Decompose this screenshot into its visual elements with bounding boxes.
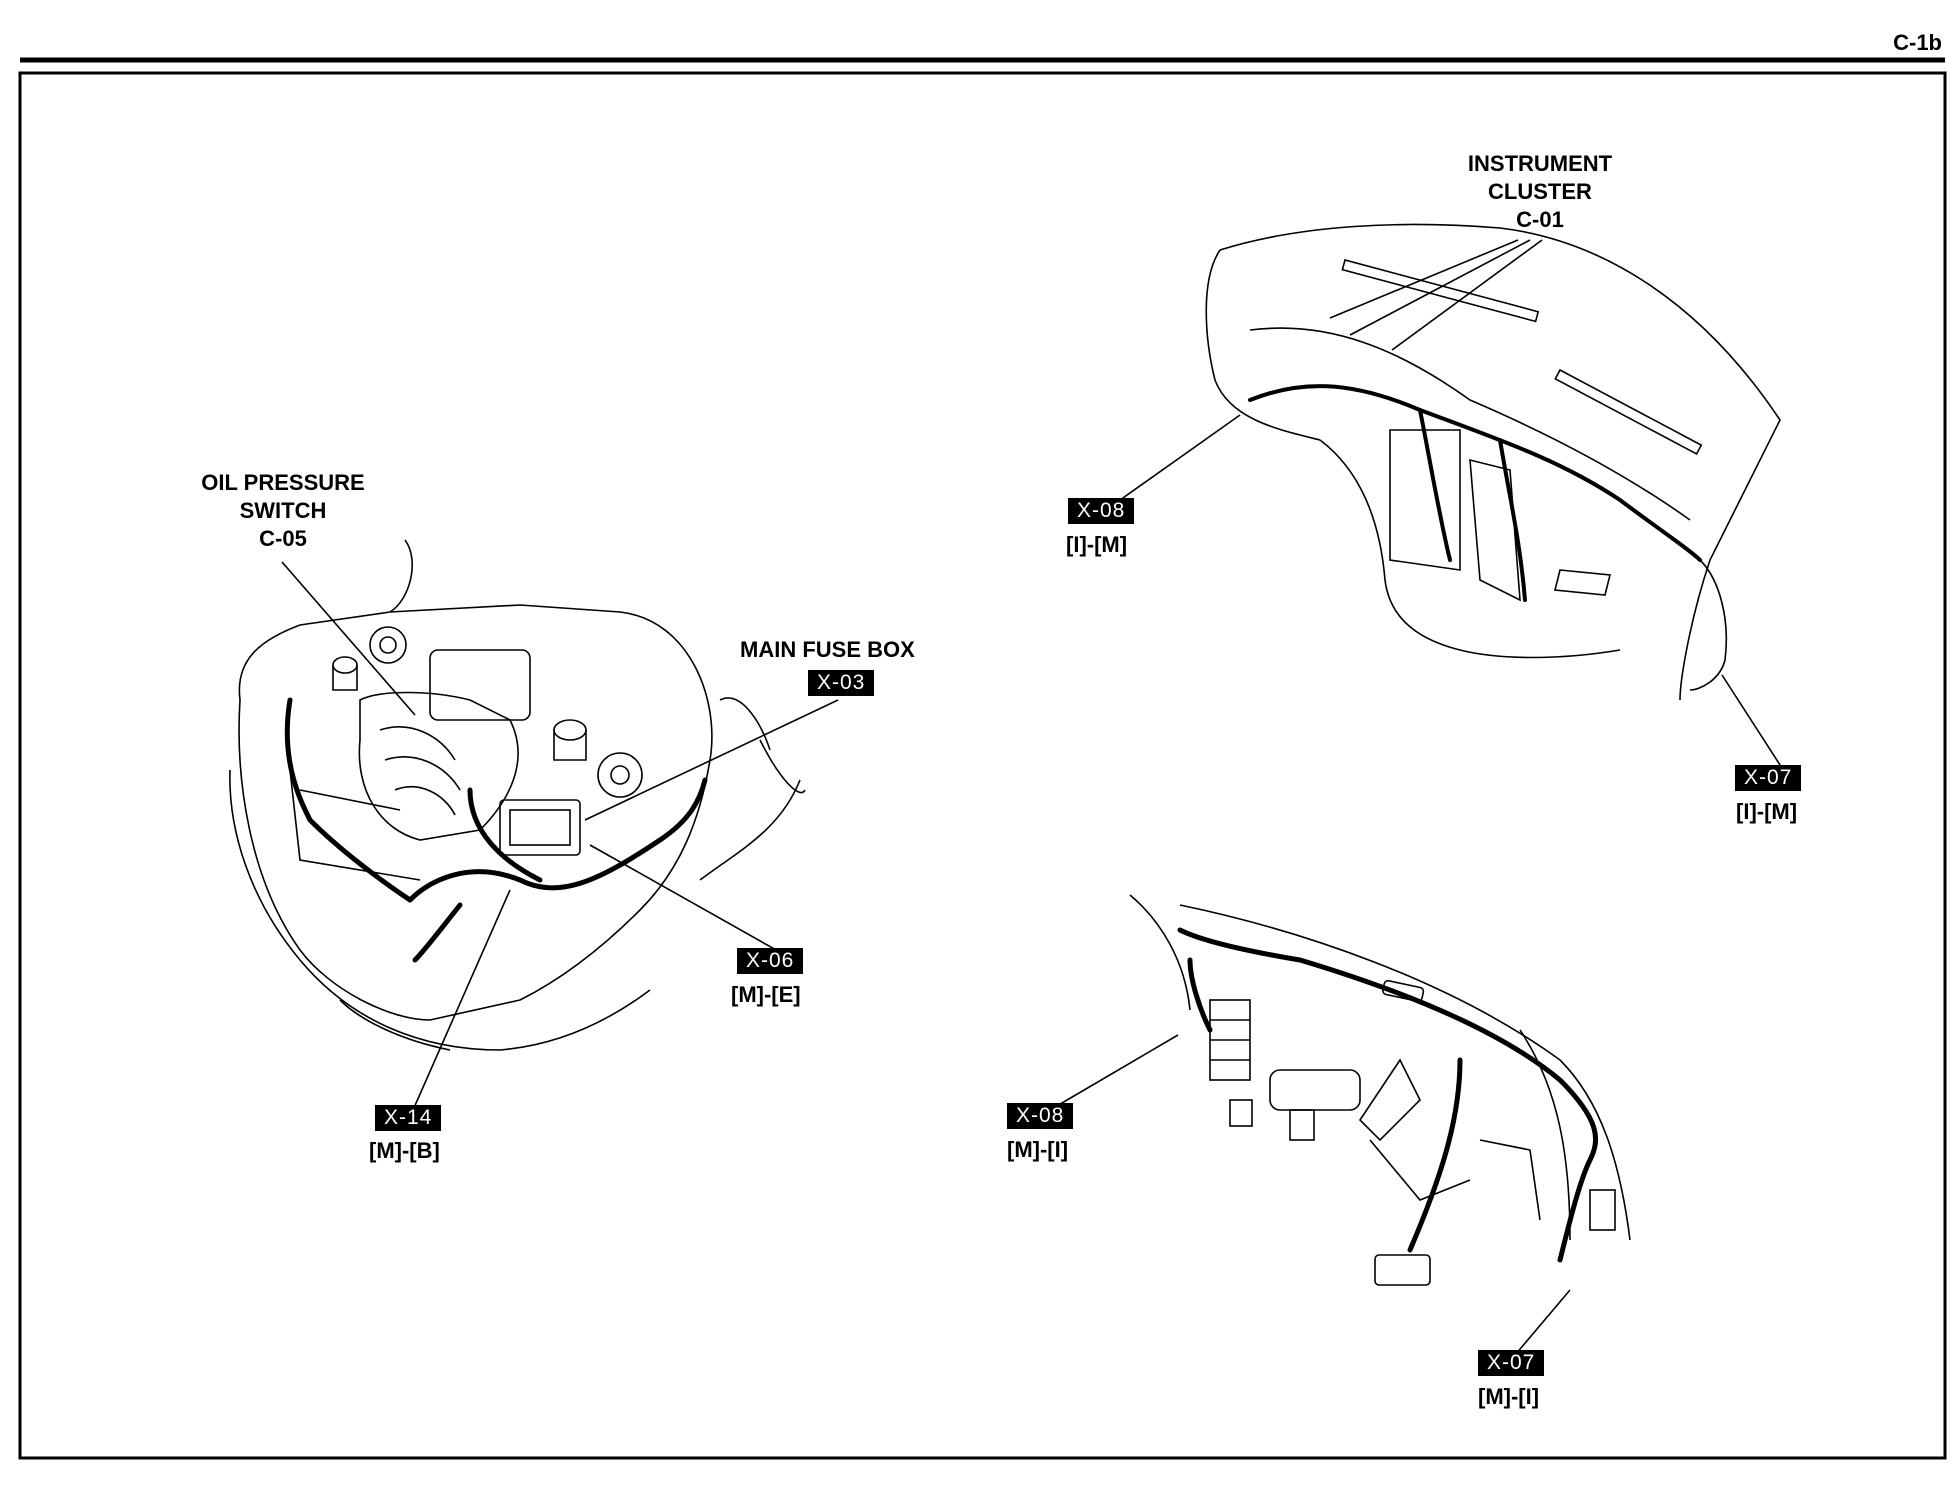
instrument-cluster-label: INSTRUMENT CLUSTER C-01	[1467, 151, 1613, 232]
main-fuse-box-label: MAIN FUSE BOX	[740, 637, 915, 662]
page-frame	[18, 57, 1947, 1460]
leader-x07-bottom	[1514, 1289, 1571, 1356]
underdash-harness	[1177, 927, 1598, 1263]
leader-instrument-cluster-1	[1329, 239, 1519, 319]
instrument-panel-illustration	[1205, 223, 1781, 701]
connector-x14-tag: X-14	[375, 1105, 442, 1131]
connector-x07-bottom-ref: [M]-[I]	[1478, 1384, 1540, 1409]
connector-x07-top-tag: X-07	[1735, 765, 1802, 791]
connector-x07-bottom-tag: X-07	[1478, 1350, 1545, 1376]
underdash-illustration	[1129, 894, 1631, 1286]
leader-x06	[589, 844, 786, 956]
connector-x07-top-ref: [I]-[M]	[1736, 799, 1798, 824]
leader-main-fuse-box	[584, 699, 839, 821]
leader-instrument-cluster-2	[1349, 239, 1531, 336]
connector-x08-top-tag: X-08	[1068, 498, 1135, 524]
page-id: C-1b	[1893, 30, 1942, 55]
leader-lines	[281, 239, 1783, 1356]
connector-x06-ref: [M]-[E]	[731, 982, 801, 1007]
leader-oil-pressure-switch	[281, 561, 416, 716]
leader-x14	[412, 889, 511, 1111]
connector-x08-bottom-ref: [M]-[I]	[1007, 1137, 1069, 1162]
connector-x14-ref: [M]-[B]	[369, 1138, 440, 1163]
leader-x07-top	[1721, 674, 1783, 769]
connector-x06-tag: X-06	[737, 948, 804, 974]
oil-pressure-switch-label: OIL PRESSURE SWITCH C-05	[201, 470, 365, 551]
engine-bay-illustration	[229, 539, 806, 1051]
engine-harness	[284, 697, 708, 963]
connector-x08-top-ref: [I]-[M]	[1066, 532, 1128, 557]
leader-x08-top	[1112, 414, 1241, 506]
connector-x03-tag: X-03	[808, 670, 875, 696]
connector-x08-bottom-tag: X-08	[1007, 1103, 1074, 1129]
leader-instrument-cluster-3	[1391, 239, 1543, 351]
instrument-panel-harness	[1248, 384, 1702, 602]
leader-x08-bottom	[1049, 1034, 1179, 1111]
